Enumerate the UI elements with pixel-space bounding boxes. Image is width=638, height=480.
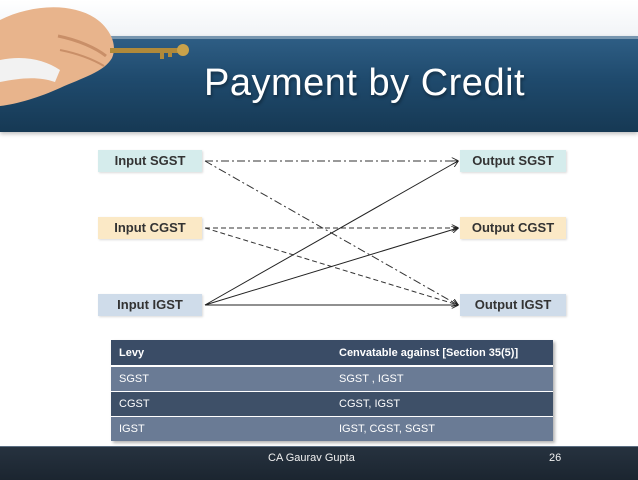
cenvatable-cell: IGST, CGST, SGST: [331, 416, 553, 441]
connector-igst-to-cgst: [204, 228, 458, 306]
footer-author: CA Gaurav Gupta: [268, 452, 355, 464]
connector-igst-to-sgst: [204, 161, 458, 306]
input-sgst-box: Input SGST: [98, 150, 202, 172]
table-header-row: Levy Cenvatable against [Section 35(5)]: [111, 340, 553, 367]
hand-holding-key-logo: [0, 7, 189, 106]
slide-title: Payment by Credit: [204, 62, 526, 104]
credit-flow-diagram: [204, 140, 638, 330]
cenvatable-cell: CGST, IGST: [331, 391, 553, 417]
page-number: 26: [549, 452, 562, 464]
levy-cell: IGST: [111, 416, 331, 441]
footer-bar: [0, 446, 638, 480]
levy-cell: CGST: [111, 391, 331, 417]
header-cenvatable: Cenvatable against [Section 35(5)]: [331, 340, 553, 367]
table-row: SGST SGST , IGST: [111, 366, 553, 392]
levy-table: Levy Cenvatable against [Section 35(5)] …: [111, 340, 553, 441]
levy-cell: SGST: [111, 366, 331, 392]
output-igst-box: Output IGST: [460, 294, 566, 316]
output-cgst-box: Output CGST: [460, 217, 566, 239]
input-cgst-box: Input CGST: [98, 217, 202, 239]
table-row: CGST CGST, IGST: [111, 391, 553, 417]
header-levy: Levy: [111, 340, 331, 367]
cenvatable-cell: SGST , IGST: [331, 366, 553, 392]
output-sgst-box: Output SGST: [460, 150, 566, 172]
table-row: IGST IGST, CGST, SGST: [111, 416, 553, 441]
input-igst-box: Input IGST: [98, 294, 202, 316]
